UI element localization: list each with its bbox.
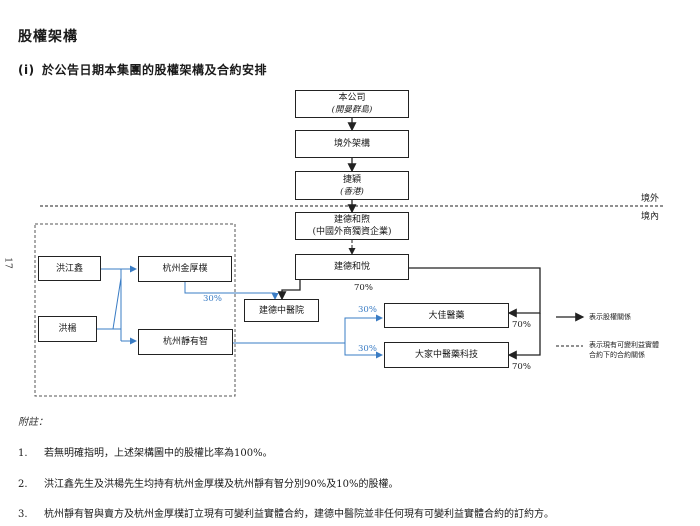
- pct-heyue-to-tech: 70%: [512, 362, 531, 372]
- entity-hong-jiangxin-name: 洪江鑫: [55, 263, 83, 274]
- entity-jiede-heyue: 建德和悅: [295, 254, 409, 280]
- notes-heading: 附註：: [18, 417, 48, 428]
- pct-heyue-to-tcm: 70%: [354, 283, 373, 293]
- legend-dashed-line2: 合約下的合約關係: [589, 351, 645, 359]
- entity-hong-jiangxin: 洪江鑫: [38, 256, 101, 281]
- legend-solid-text: 表示股權關係: [589, 313, 631, 321]
- legend-dashed-line1: 表示現有可變利益實體: [589, 341, 659, 349]
- note-3-text: 杭州靜有智與賣方及杭州金厚樸訂立現有可變利益實體合約，建德中醫院並非任何現有可變…: [44, 509, 554, 520]
- note-1-text: 若無明確指明，上述架構圖中的股權比率為100%。: [44, 448, 273, 459]
- entity-jiede-hexi-name: 建德和煦: [333, 215, 370, 225]
- entity-jiede-heyue-name: 建德和悅: [333, 262, 370, 272]
- line-zyz-to-pharm: [233, 314, 383, 344]
- entity-hz-zhengyouzhi: 杭州靜有智: [138, 329, 233, 355]
- pct-zhengyouzhi-to-pharm: 30%: [358, 305, 377, 315]
- line-jhp-to-tcm: [184, 282, 279, 300]
- entity-hz-jinhoupu: 杭州金厚樸: [138, 256, 232, 282]
- pct-heyue-to-pharm: 70%: [512, 320, 531, 330]
- entity-company-sub: (開曼群島): [331, 105, 373, 115]
- entity-dajia-tech-name: 大家中醫藥科技: [414, 350, 478, 360]
- pct-jinhoupu-to-tcm: 30%: [203, 294, 222, 304]
- subsection-number: (i): [18, 63, 35, 77]
- entity-jiede-tcm: 建德中醫院: [244, 299, 319, 322]
- note-2: 2. 洪江鑫先生及洪楊先生均持有杭州金厚樸及杭州靜有智分別90%及10%的股權。: [18, 475, 398, 490]
- pct-zhengyouzhi-to-tech: 30%: [358, 344, 377, 354]
- entity-offshore-name: 境外架構: [333, 139, 370, 149]
- entity-jiede-hk-name: 捷穎: [342, 174, 361, 185]
- line-zyz-to-tech: [344, 343, 383, 359]
- legend-dashed-text: 表示現有可變利益實體 合約下的合約關係: [589, 340, 659, 360]
- section-title: 股權架構: [18, 29, 78, 45]
- boundary-outside-label: 境外: [641, 194, 660, 204]
- entity-jiede-tcm-name: 建德中醫院: [258, 305, 304, 316]
- entity-jiede-hk-sub: (香港): [340, 186, 364, 197]
- note-3: 3. 杭州靜有智與賣方及杭州金厚樸訂立現有可變利益實體合約，建德中醫院並非任何現有…: [18, 505, 554, 520]
- line-heyue-to-pharm: [408, 267, 541, 318]
- entity-hong-yang-name: 洪楊: [58, 324, 77, 334]
- boundary-inside-label: 境內: [641, 212, 660, 222]
- entity-company-name: 本公司: [338, 93, 366, 103]
- shareholders-dashed-group: [34, 223, 236, 397]
- entity-jiede-hexi-sub: (中國外商獨資企業): [312, 227, 392, 237]
- entity-hz-zhengyouzhi-name: 杭州靜有智: [162, 337, 208, 347]
- entity-dajia-pharm-name: 大佳醫藥: [428, 310, 465, 321]
- entity-dajia-pharm: 大佳醫藥: [384, 303, 509, 328]
- entity-jiede-hk: 捷穎 (香港): [295, 171, 409, 200]
- entity-dajia-tech: 大家中醫藥科技: [384, 342, 509, 368]
- subsection-text: 於公告日期本集團的股權架構及合約安排: [42, 63, 268, 77]
- entity-jiede-hexi: 建德和煦 (中國外商獨資企業): [295, 212, 409, 240]
- entity-hong-yang: 洪楊: [38, 316, 97, 342]
- note-3-num: 3.: [18, 509, 28, 520]
- note-2-num: 2.: [18, 479, 28, 490]
- line-heyue-to-tech: [507, 313, 541, 360]
- entity-company: 本公司 (開曼群島): [295, 90, 409, 118]
- subsection-title: (i) 於公告日期本集團的股權架構及合約安排: [18, 61, 267, 78]
- entity-hz-jinhoupu-name: 杭州金厚樸: [162, 264, 208, 274]
- line-heyue-to-tcm: [277, 280, 301, 301]
- note-1-num: 1.: [18, 448, 28, 459]
- entity-offshore: 境外架構: [295, 130, 409, 158]
- note-2-text: 洪江鑫先生及洪楊先生均持有杭州金厚樸及杭州靜有智分別90%及10%的股權。: [44, 479, 399, 490]
- note-1: 1. 若無明確指明，上述架構圖中的股權比率為100%。: [18, 444, 273, 459]
